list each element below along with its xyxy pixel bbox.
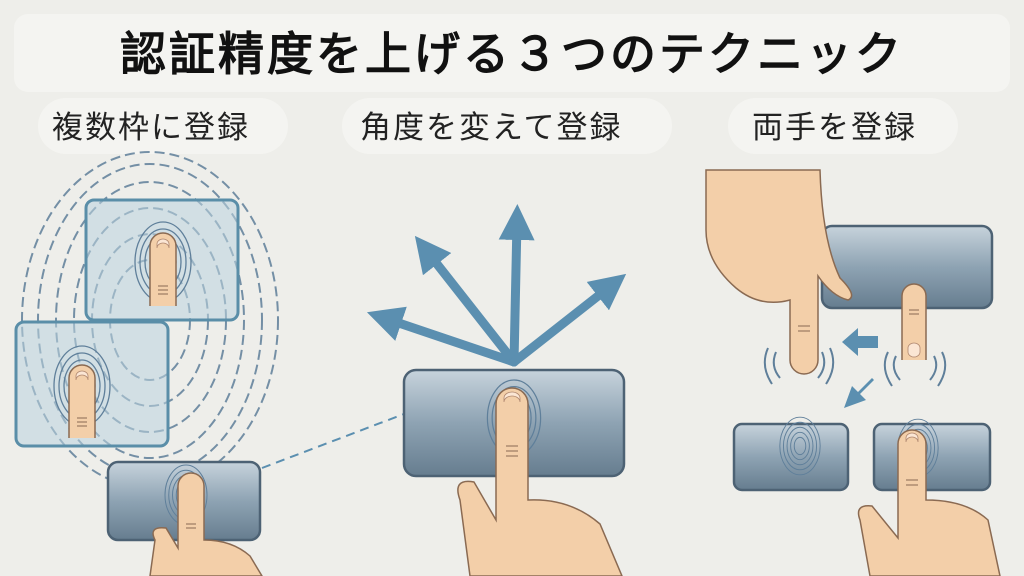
arrow-up-icon — [498, 204, 535, 367]
angle-illustration — [366, 204, 627, 576]
both-hands-illustration — [705, 169, 1001, 576]
direction-arrows — [842, 328, 878, 408]
finger-upper-icon — [149, 232, 177, 307]
multi-frame-illustration — [14, 151, 405, 576]
label-pill-2 — [342, 98, 672, 154]
hand-center-icon — [457, 387, 623, 576]
technique-label-change-angle: 角度を変えて登録 — [360, 110, 623, 146]
technique-label-both-hands: 両手を登録 — [752, 110, 917, 146]
technique-label-multiple-frames: 複数枠に登録 — [52, 110, 250, 146]
connector-dashed-line — [261, 413, 405, 469]
page-title: 認証精度を上げる３つのテクニック — [120, 27, 904, 81]
vibration-left-icon — [763, 347, 835, 385]
label-pill-3 — [728, 98, 958, 154]
arrow-left-small-icon — [842, 328, 878, 356]
arrow-left-icon — [366, 306, 519, 367]
hand-left-icon — [149, 472, 263, 576]
angle-arrows — [366, 204, 627, 367]
arrow-down-left-icon — [844, 378, 874, 408]
sensor-lower-left — [732, 422, 850, 492]
finger-right-icon — [901, 283, 927, 360]
arrow-upper-right-icon — [509, 273, 627, 367]
hand-lower-right-icon — [857, 429, 1001, 576]
hand-upper-left-icon — [705, 169, 853, 375]
label-pill-1 — [38, 98, 288, 154]
title-band — [14, 14, 1010, 92]
sensor-lower-right — [872, 422, 992, 492]
vibration-right-icon — [883, 351, 947, 387]
arrow-upper-left-icon — [414, 235, 519, 367]
finger-lower-icon — [68, 364, 96, 439]
